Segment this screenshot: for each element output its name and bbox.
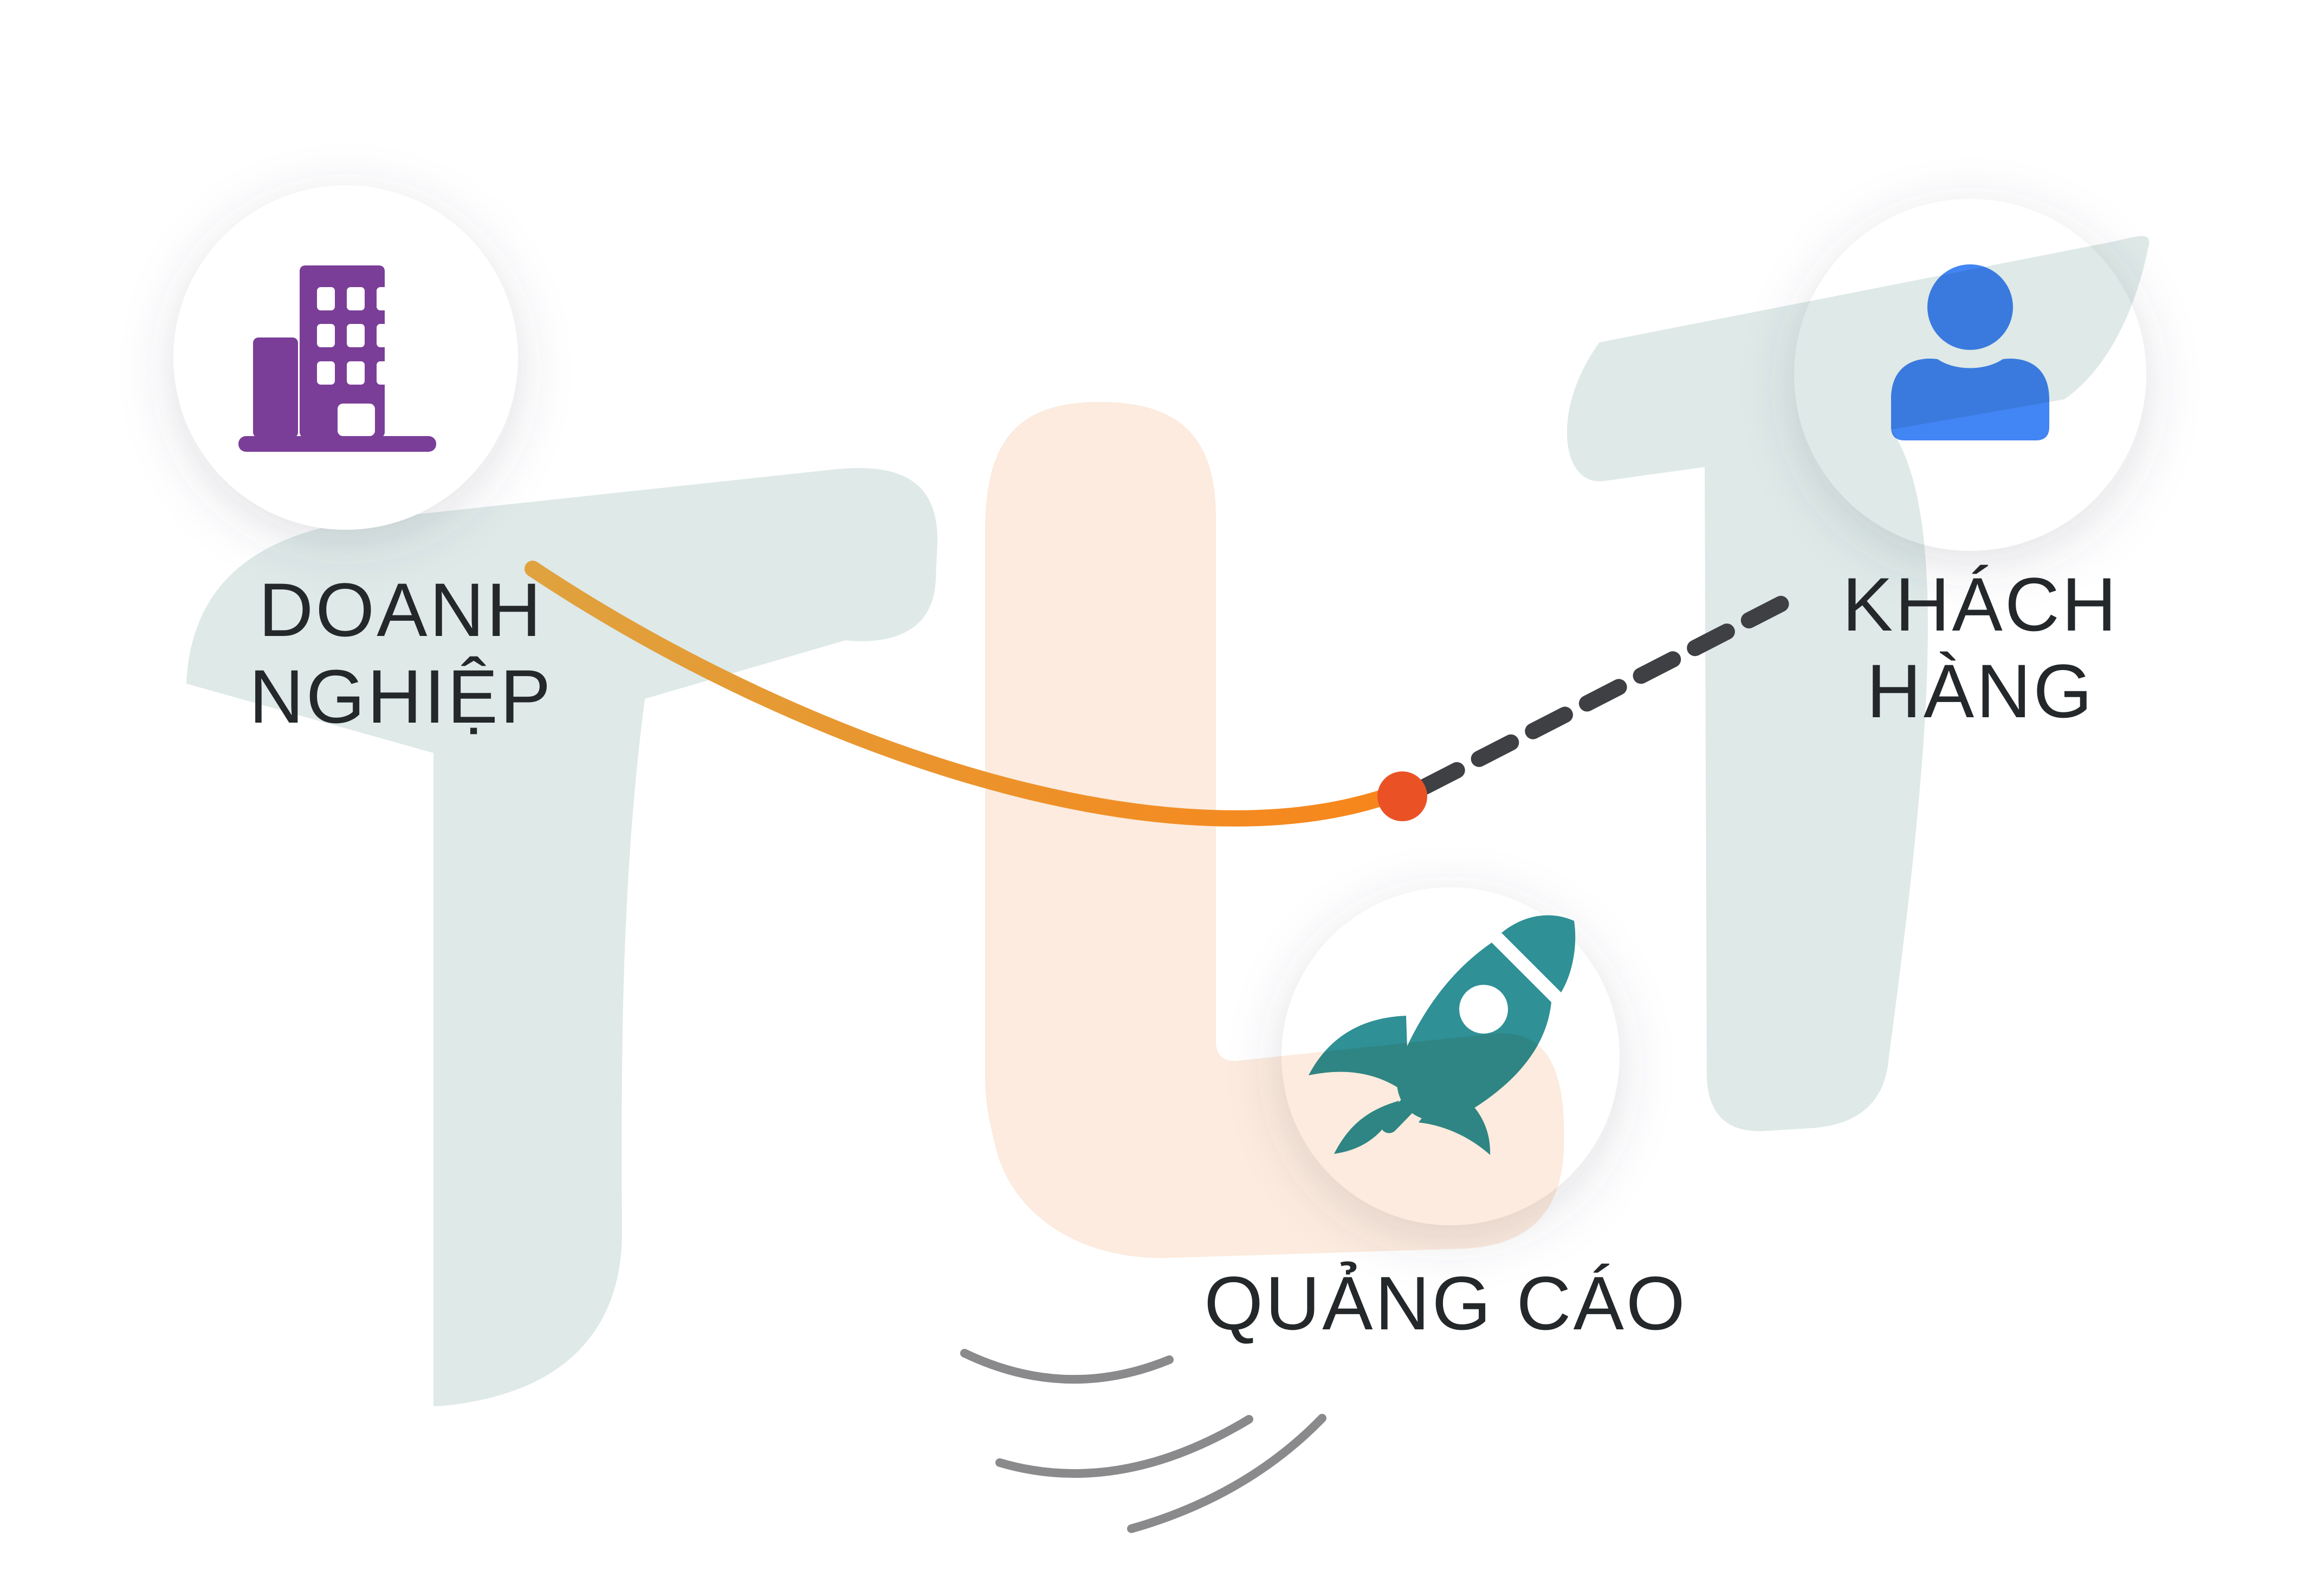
- swoosh-middle: [995, 1415, 1253, 1478]
- rocket-nose: [1501, 915, 1576, 992]
- connector: [525, 561, 1796, 827]
- customer-node-label: KHÁCH HÀNG: [1842, 562, 2119, 733]
- advertising-node-label: QUẢNG CÁO: [1204, 1261, 1687, 1346]
- speed-swooshes: [960, 1349, 1326, 1533]
- connector-solid-curve: [525, 561, 1398, 827]
- watermark-overlay: [985, 236, 2150, 1258]
- watermark-letter-t-left: [186, 467, 938, 1407]
- building-icon: [238, 265, 436, 452]
- building-door: [338, 404, 375, 436]
- watermark-letter-l-middle: [985, 402, 1564, 1258]
- building-windows: [317, 287, 394, 385]
- building-base: [238, 436, 436, 452]
- building-left-tower: [253, 337, 298, 438]
- business-node-label: DOANH NGHIỆP: [249, 567, 553, 739]
- swoosh-right: [1127, 1414, 1326, 1533]
- connector-dashed-line: [1417, 592, 1796, 795]
- connector-dot: [1377, 771, 1427, 821]
- swoosh-top: [960, 1349, 1174, 1384]
- rocket-window: [1459, 985, 1508, 1034]
- watermark-letter-t-right: [1566, 236, 2150, 1132]
